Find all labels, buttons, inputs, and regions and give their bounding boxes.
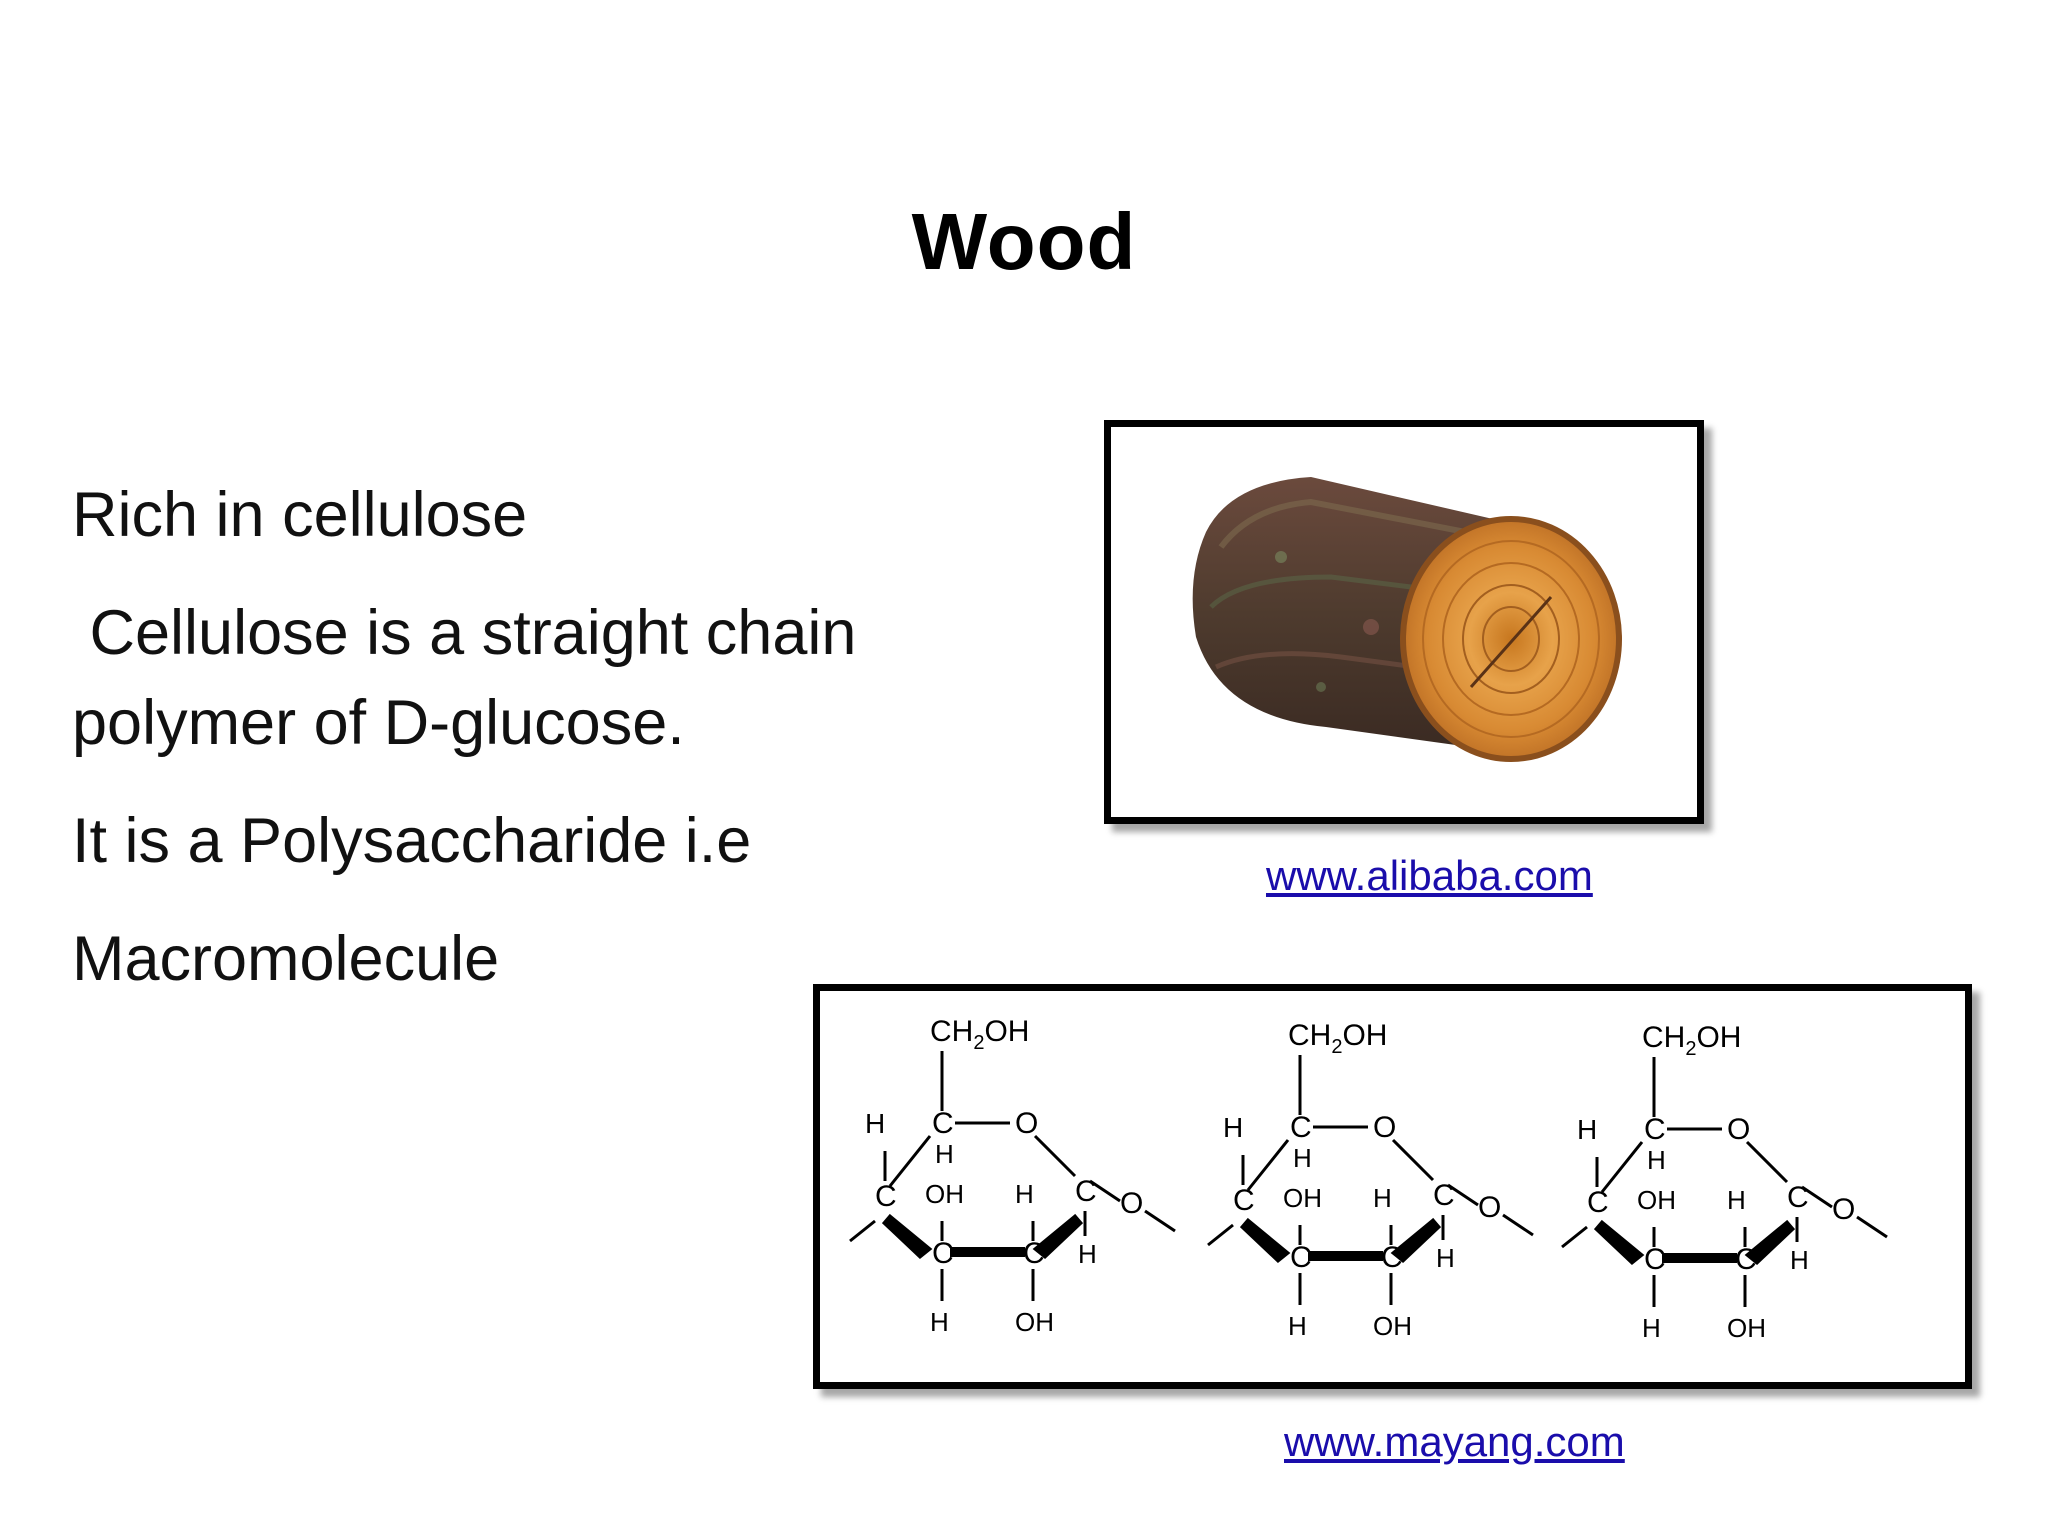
cellulose-structure-image: CH2OH C O H H C C H O [813,984,1972,1389]
svg-text:O: O [1120,1187,1143,1220]
wood-log-image [1104,420,1704,824]
log-image-source-link[interactable]: www.alibaba.com [1266,852,1593,899]
bullet-list: Rich in cellulose Cellulose is a straigh… [72,470,1032,1032]
bullet-3: It is a Polysaccharide i.e [72,806,752,876]
svg-text:H: H [1078,1239,1097,1269]
svg-text:H: H [935,1139,954,1169]
cellulose-image-source-link[interactable]: www.mayang.com [1284,1418,1625,1465]
svg-text:C: C [932,1237,954,1270]
svg-text:OH: OH [925,1179,964,1209]
svg-text:OH: OH [1015,1307,1054,1337]
svg-text:H: H [930,1307,949,1337]
svg-text:C: C [875,1180,897,1213]
bullet-1: Rich in cellulose [72,480,528,550]
svg-text:H: H [865,1108,885,1139]
bullet-4: Macromolecule [72,924,500,994]
svg-text:C: C [1075,1175,1097,1208]
svg-text:C: C [932,1107,954,1140]
svg-text:O: O [1015,1107,1038,1140]
cellulose-structure-diagram: CH2OH C O H H C C H O [849,1015,1889,1345]
bullet-2: Cellulose is a straight chain polymer of… [72,598,874,758]
svg-text:CH2OH: CH2OH [930,1015,1029,1054]
svg-text:C: C [1023,1237,1045,1270]
wood-log-illustration [1192,477,1622,762]
slide-title: Wood [911,197,1137,286]
svg-text:H: H [1015,1179,1034,1209]
